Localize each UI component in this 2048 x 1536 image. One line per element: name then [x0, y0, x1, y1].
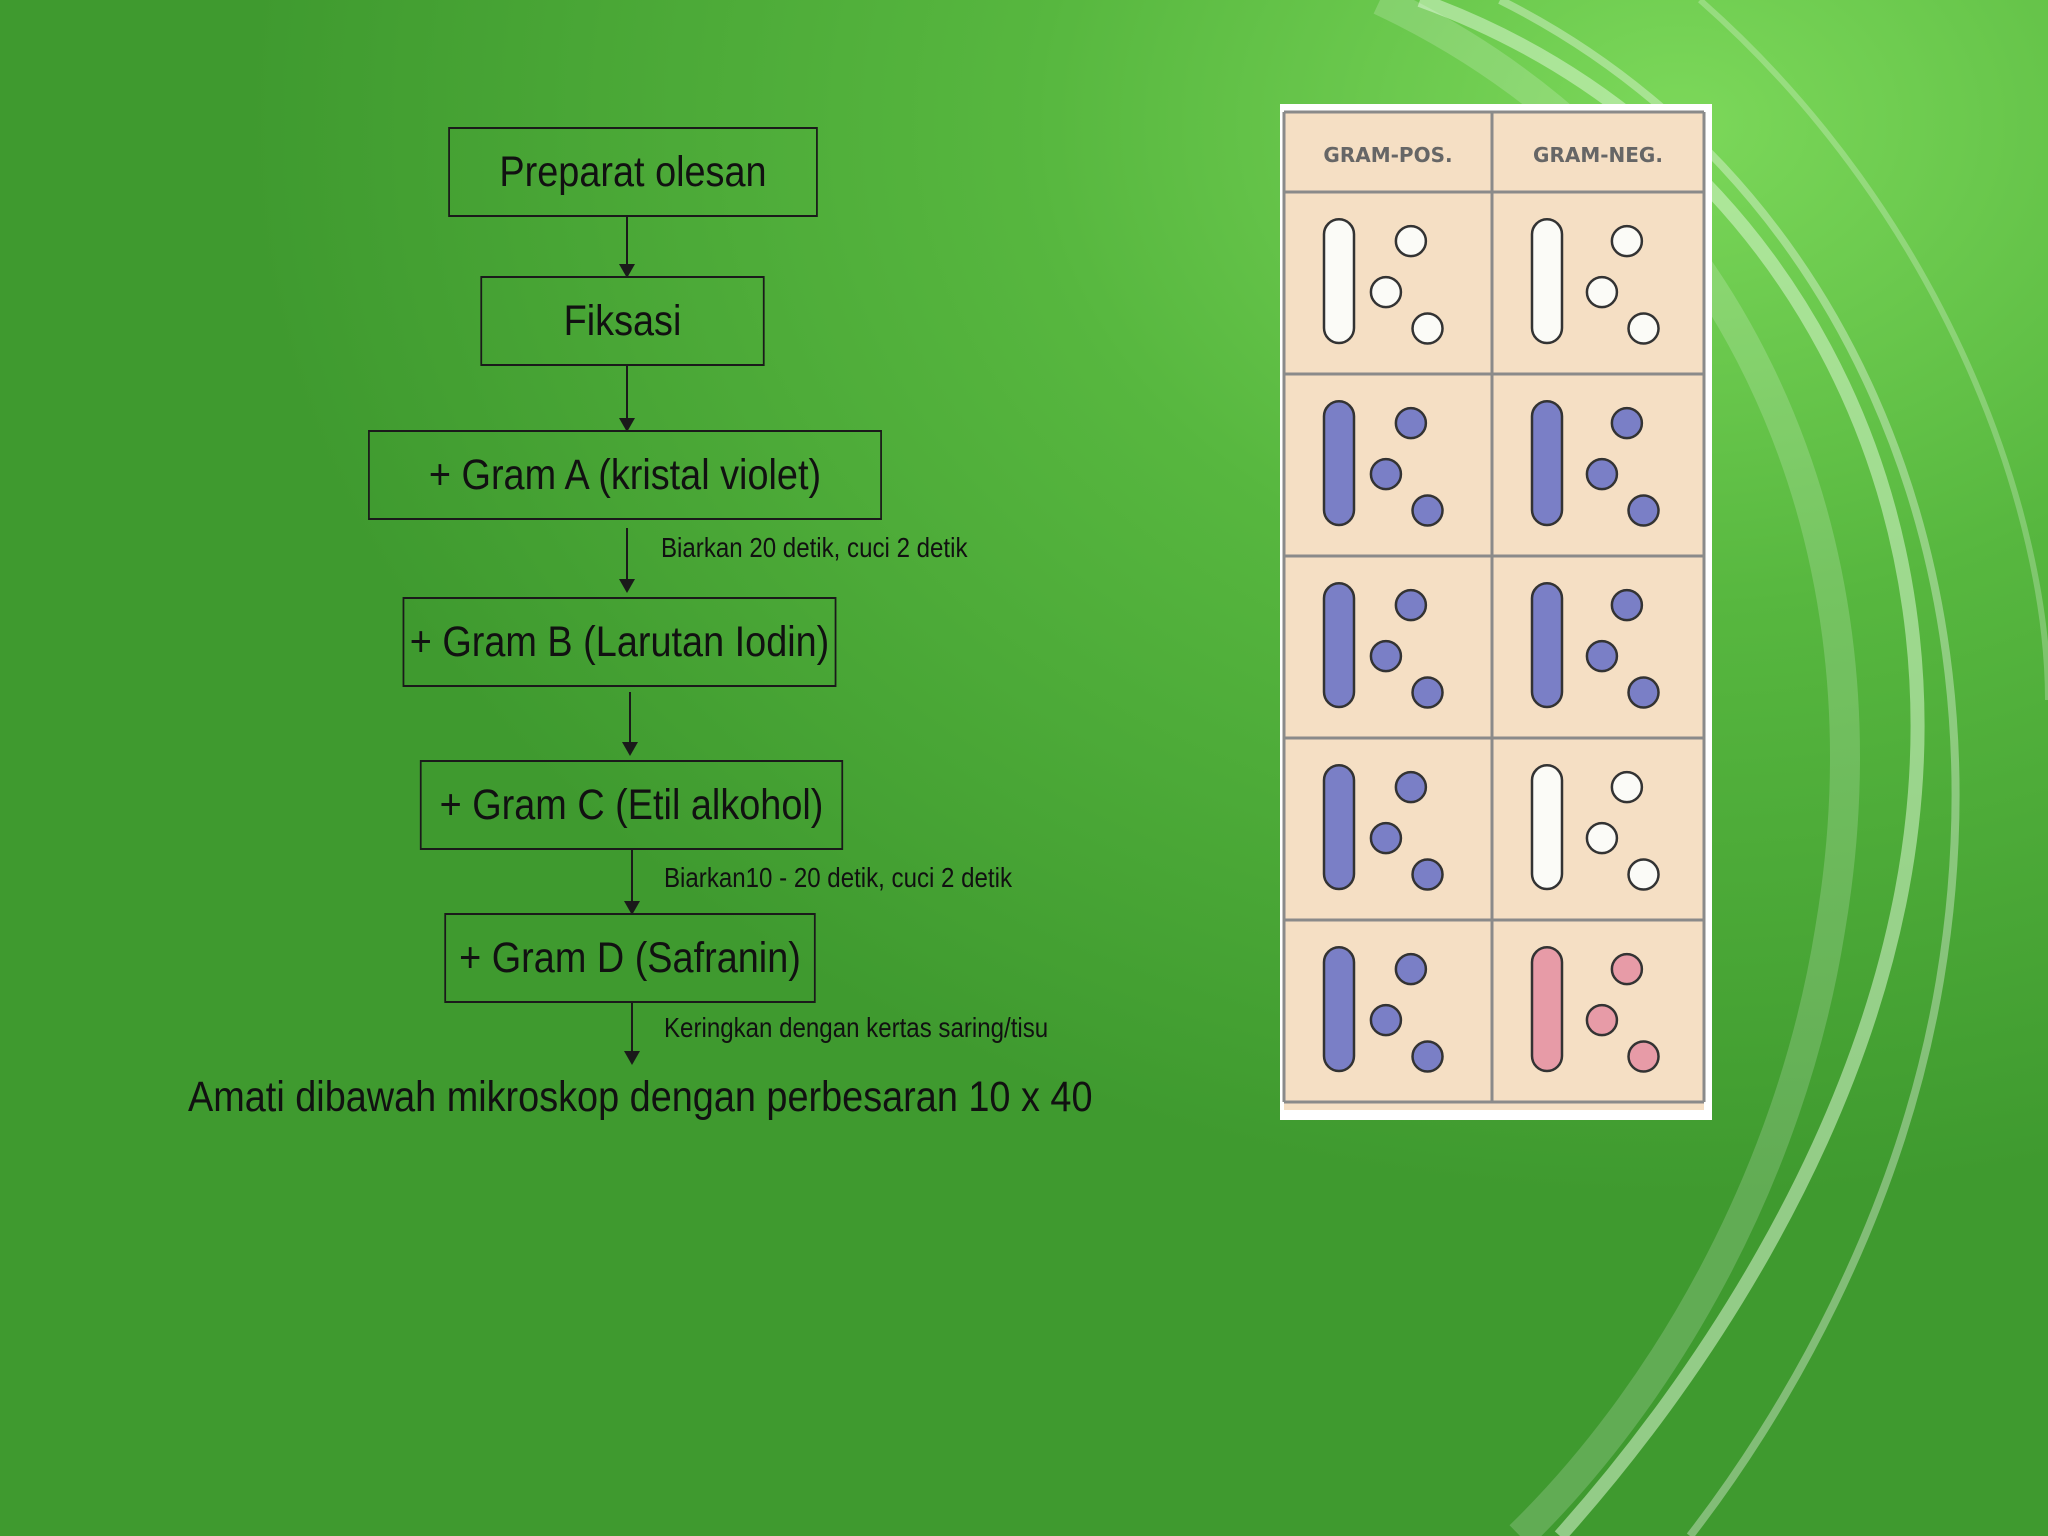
step-gram-a: + Gram A (kristal violet) [368, 430, 882, 520]
coccus-r1-pos-1 [1394, 224, 1428, 258]
rod-cell-r2-neg [1530, 400, 1564, 527]
rod-cell-r4-pos [1322, 764, 1356, 891]
coccus-r5-pos-2 [1369, 1003, 1403, 1037]
step-fiksasi: Fiksasi [480, 276, 765, 366]
coccus-r5-neg-1 [1610, 952, 1644, 986]
coccus-r3-neg-1 [1610, 588, 1644, 622]
coccus-r3-neg-2 [1585, 639, 1619, 673]
coccus-r2-neg-2 [1585, 457, 1619, 491]
step-gram-c: + Gram C (Etil alkohol) [419, 760, 844, 850]
rod-cell-r2-pos [1322, 400, 1356, 527]
arrow-6 [624, 1003, 640, 1065]
coccus-r1-pos-3 [1411, 312, 1444, 345]
coccus-r4-neg-2 [1585, 821, 1619, 855]
rod-cell-r4-neg [1530, 764, 1564, 891]
step-preparat-olesan: Preparat olesan [448, 127, 818, 217]
note-step-d: Keringkan dengan kertas saring/tisu [664, 1012, 1049, 1043]
header-gram-pos: GRAM-POS. [1323, 143, 1452, 167]
coccus-r3-pos-2 [1369, 639, 1403, 673]
final-instruction: Amati dibawah mikroskop dengan perbesara… [188, 1073, 1093, 1121]
coccus-r5-pos-1 [1394, 952, 1428, 986]
coccus-r3-neg-3 [1627, 676, 1660, 709]
coccus-r5-pos-3 [1411, 1040, 1444, 1073]
rod-cell-r3-neg [1530, 582, 1564, 709]
coccus-r5-neg-2 [1585, 1003, 1619, 1037]
coccus-r4-pos-2 [1369, 821, 1403, 855]
rod-cell-r1-neg [1530, 218, 1564, 345]
coccus-r2-neg-3 [1627, 494, 1660, 527]
gram-stain-panel: GRAM-POS. GRAM-NEG. [1280, 104, 1712, 1120]
coccus-r5-neg-3 [1627, 1040, 1660, 1073]
coccus-r4-neg-1 [1610, 770, 1644, 804]
coccus-r1-neg-1 [1610, 224, 1644, 258]
rod-cell-r5-neg [1530, 946, 1564, 1073]
coccus-r4-neg-3 [1627, 858, 1660, 891]
arrow-1 [619, 217, 635, 278]
rod-cell-r1-pos [1322, 218, 1356, 345]
arrow-3 [619, 528, 635, 593]
step-gram-b: + Gram B (Larutan Iodin) [402, 597, 837, 687]
note-step-a: Biarkan 20 detik, cuci 2 detik [661, 532, 968, 563]
coccus-r4-pos-3 [1411, 858, 1444, 891]
step-gram-d: + Gram D (Safranin) [444, 913, 816, 1003]
coccus-r1-neg-2 [1585, 275, 1619, 309]
coccus-r1-pos-2 [1369, 275, 1403, 309]
rod-cell-r5-pos [1322, 946, 1356, 1073]
coccus-r4-pos-1 [1394, 770, 1428, 804]
arrow-2 [619, 366, 635, 432]
coccus-r3-pos-3 [1411, 676, 1444, 709]
coccus-r2-pos-2 [1369, 457, 1403, 491]
coccus-r2-pos-1 [1394, 406, 1428, 440]
arrow-5 [624, 850, 640, 915]
coccus-r2-neg-1 [1610, 406, 1644, 440]
arrow-4 [622, 692, 638, 756]
coccus-r3-pos-1 [1394, 588, 1428, 622]
rod-cell-r3-pos [1322, 582, 1356, 709]
coccus-r2-pos-3 [1411, 494, 1444, 527]
header-gram-neg: GRAM-NEG. [1533, 143, 1663, 167]
coccus-r1-neg-3 [1627, 312, 1660, 345]
note-step-c: Biarkan10 - 20 detik, cuci 2 detik [664, 862, 1013, 893]
